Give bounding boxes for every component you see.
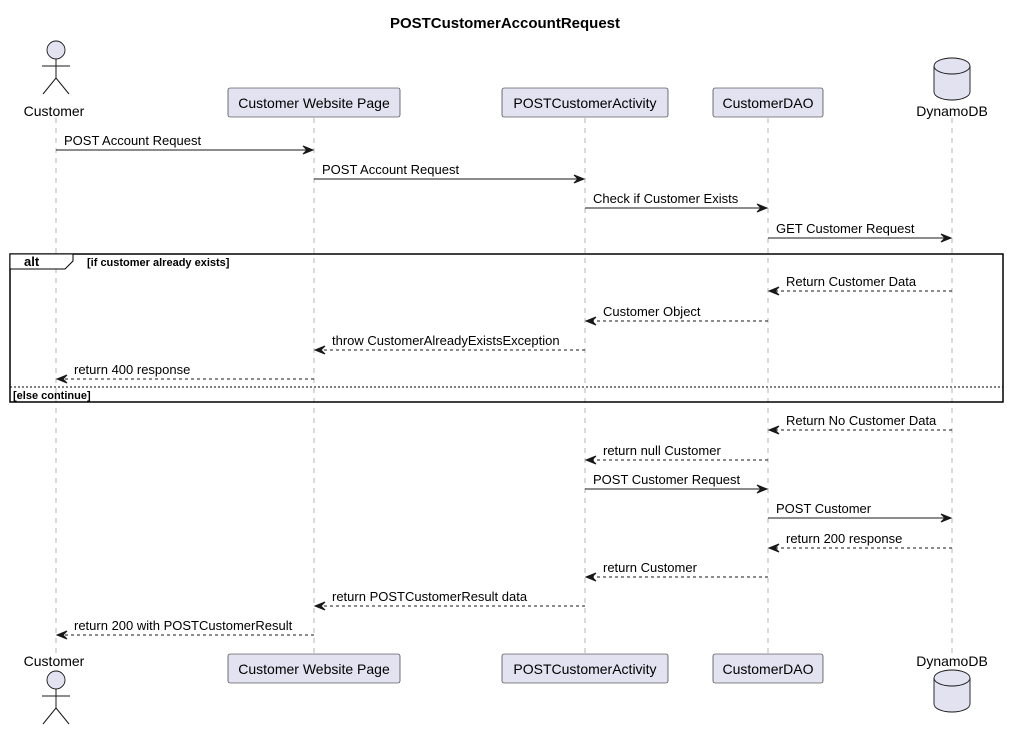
database-db-top: DynamoDB (916, 57, 988, 119)
actor-head-icon (46, 40, 66, 60)
arrowhead-icon (313, 601, 326, 611)
arrowhead-icon (313, 345, 326, 355)
participant-label: DynamoDB (916, 653, 988, 669)
participant-box (227, 87, 401, 118)
participant-label: DynamoDB (916, 103, 988, 119)
participant-activity-bottom: POSTCustomerActivity (501, 653, 669, 684)
database-icon (933, 669, 971, 713)
database-db-bottom: DynamoDB (916, 653, 988, 713)
participant-box (227, 653, 401, 684)
arrowhead-icon (767, 286, 780, 296)
arrowhead-icon (302, 145, 315, 155)
message-13: return 200 response (767, 531, 952, 553)
participant-box (712, 87, 824, 118)
participant-box (501, 87, 669, 118)
message-label: POST Account Request (322, 162, 459, 177)
arrowhead-icon (55, 630, 68, 640)
message-10: return null Customer (584, 443, 768, 465)
message-label: POST Account Request (64, 133, 201, 148)
message-8: return 400 response (55, 362, 314, 384)
arrowhead-icon (940, 233, 953, 243)
message-label: return 400 response (74, 362, 190, 377)
message-1: POST Account Request (56, 133, 315, 155)
arrowhead-icon (584, 316, 597, 326)
message-label: Return Customer Data (786, 274, 917, 289)
message-16: return 200 with POSTCustomerResult (55, 618, 314, 640)
message-label: Customer Object (603, 304, 701, 319)
participant-box (712, 653, 824, 684)
message-6: Customer Object (584, 304, 768, 326)
alt-fragment: alt [if customer already exists] [else con… (9, 253, 1004, 403)
database-rim (933, 677, 971, 687)
participant-dao-top: CustomerDAO (712, 87, 824, 118)
participant-label: Customer Website Page (238, 661, 390, 677)
actor-leg-left (42, 77, 57, 95)
participant-activity-top: POSTCustomerActivity (501, 87, 669, 118)
message-label: Return No Customer Data (786, 413, 937, 428)
message-label: return null Customer (603, 443, 721, 458)
participant-box (501, 653, 669, 684)
message-label: POST Customer Request (593, 472, 741, 487)
actor-leg-left (42, 707, 57, 725)
message-3: Check if Customer Exists (585, 191, 769, 213)
message-9: Return No Customer Data (767, 413, 952, 435)
database-rim (933, 65, 971, 75)
message-5: Return Customer Data (767, 274, 952, 296)
database-icon (933, 57, 971, 101)
fragment-else-label: [else continue] (13, 390, 91, 402)
diagram-title: POSTCustomerAccountRequest (390, 15, 620, 32)
message-label: GET Customer Request (776, 221, 915, 236)
arrowhead-icon (940, 513, 953, 523)
actor-customer-bottom: Customer (24, 653, 85, 725)
message-11: POST Customer Request (585, 472, 769, 494)
message-label: return POSTCustomerResult data (332, 589, 528, 604)
arrowhead-icon (584, 455, 597, 465)
participant-label: CustomerDAO (722, 95, 813, 111)
arrowhead-icon (584, 572, 597, 582)
message-label: return 200 response (786, 531, 902, 546)
participant-label: CustomerDAO (722, 661, 813, 677)
message-12: POST Customer (768, 501, 953, 523)
fragment-tab (9, 253, 74, 270)
message-4: GET Customer Request (768, 221, 953, 243)
message-label: return 200 with POSTCustomerResult (74, 618, 293, 633)
arrowhead-icon (756, 203, 769, 213)
message-7: throw CustomerAlreadyExistsException (313, 333, 585, 355)
arrowhead-icon (767, 425, 780, 435)
arrowhead-icon (55, 374, 68, 384)
message-label: Check if Customer Exists (593, 191, 739, 206)
participant-dao-bottom: CustomerDAO (712, 653, 824, 684)
message-2: POST Account Request (314, 162, 586, 184)
message-label: POST Customer (776, 501, 872, 516)
actor-customer-top: Customer (24, 40, 85, 119)
message-label: return Customer (603, 560, 698, 575)
message-14: return Customer (584, 560, 768, 582)
actor-head-icon (46, 670, 66, 690)
fragment-keyword: alt (24, 254, 40, 269)
participant-label: POSTCustomerActivity (513, 661, 656, 677)
participant-label: Customer (24, 103, 85, 119)
participant-website-bottom: Customer Website Page (227, 653, 401, 684)
message-15: return POSTCustomerResult data (313, 589, 585, 611)
fragment-condition: [if customer already exists] (87, 257, 230, 269)
message-label: throw CustomerAlreadyExistsException (332, 333, 560, 348)
participant-label: POSTCustomerActivity (513, 95, 656, 111)
participant-website-top: Customer Website Page (227, 87, 401, 118)
fragment-frame (9, 253, 1004, 403)
actor-leg-right (55, 707, 70, 725)
arrowhead-icon (573, 174, 586, 184)
participant-label: Customer (24, 653, 85, 669)
arrowhead-icon (767, 543, 780, 553)
actor-leg-right (55, 77, 70, 95)
arrowhead-icon (756, 484, 769, 494)
participant-label: Customer Website Page (238, 95, 390, 111)
